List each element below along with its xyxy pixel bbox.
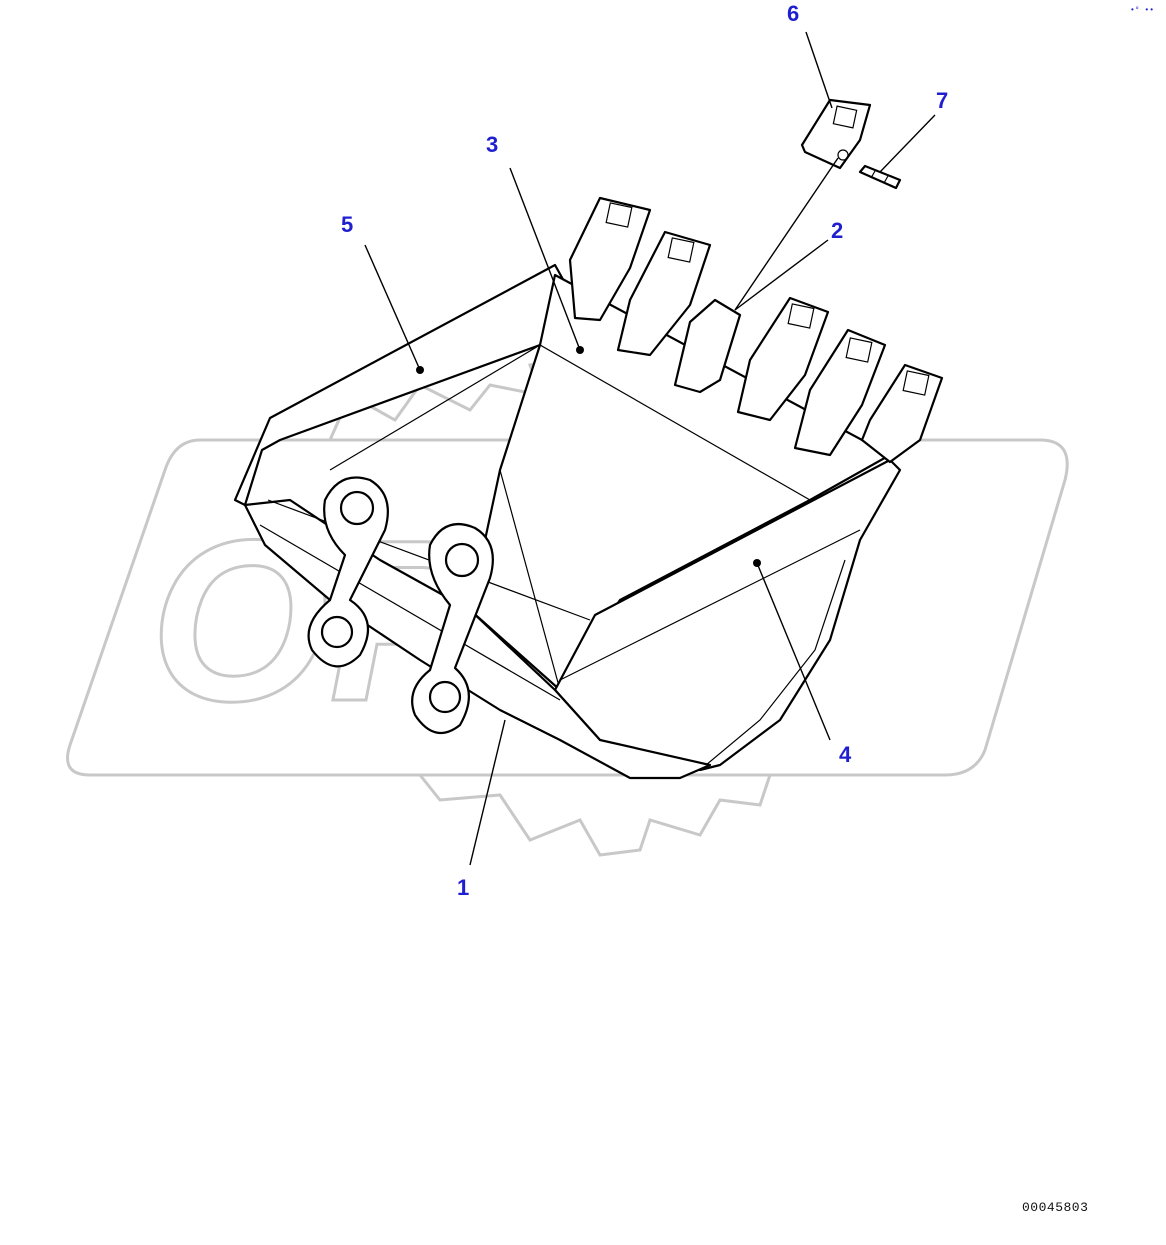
tooth-2 [616,230,712,357]
callout-3: 3 [486,132,498,157]
teeth-row [568,196,944,464]
hitch-brackets [307,476,494,735]
corner-mark: •° •• [1130,6,1154,15]
callout-4: 4 [839,742,852,767]
tooth-4 [736,296,830,422]
tooth-5 [793,328,887,457]
leader-lines [364,31,936,866]
callout-7: 7 [936,88,948,113]
callout-5: 5 [341,212,353,237]
callout-6: 6 [787,1,799,26]
document-number: 00045803 [1022,1200,1088,1215]
callout-2: 2 [831,218,843,243]
tooth-6 [860,363,944,464]
callout-1: 1 [457,875,469,900]
detached-tooth [800,98,872,170]
tooth-pin [858,164,902,190]
tooth-3-adapter [673,298,742,394]
tooth-1 [568,196,652,322]
